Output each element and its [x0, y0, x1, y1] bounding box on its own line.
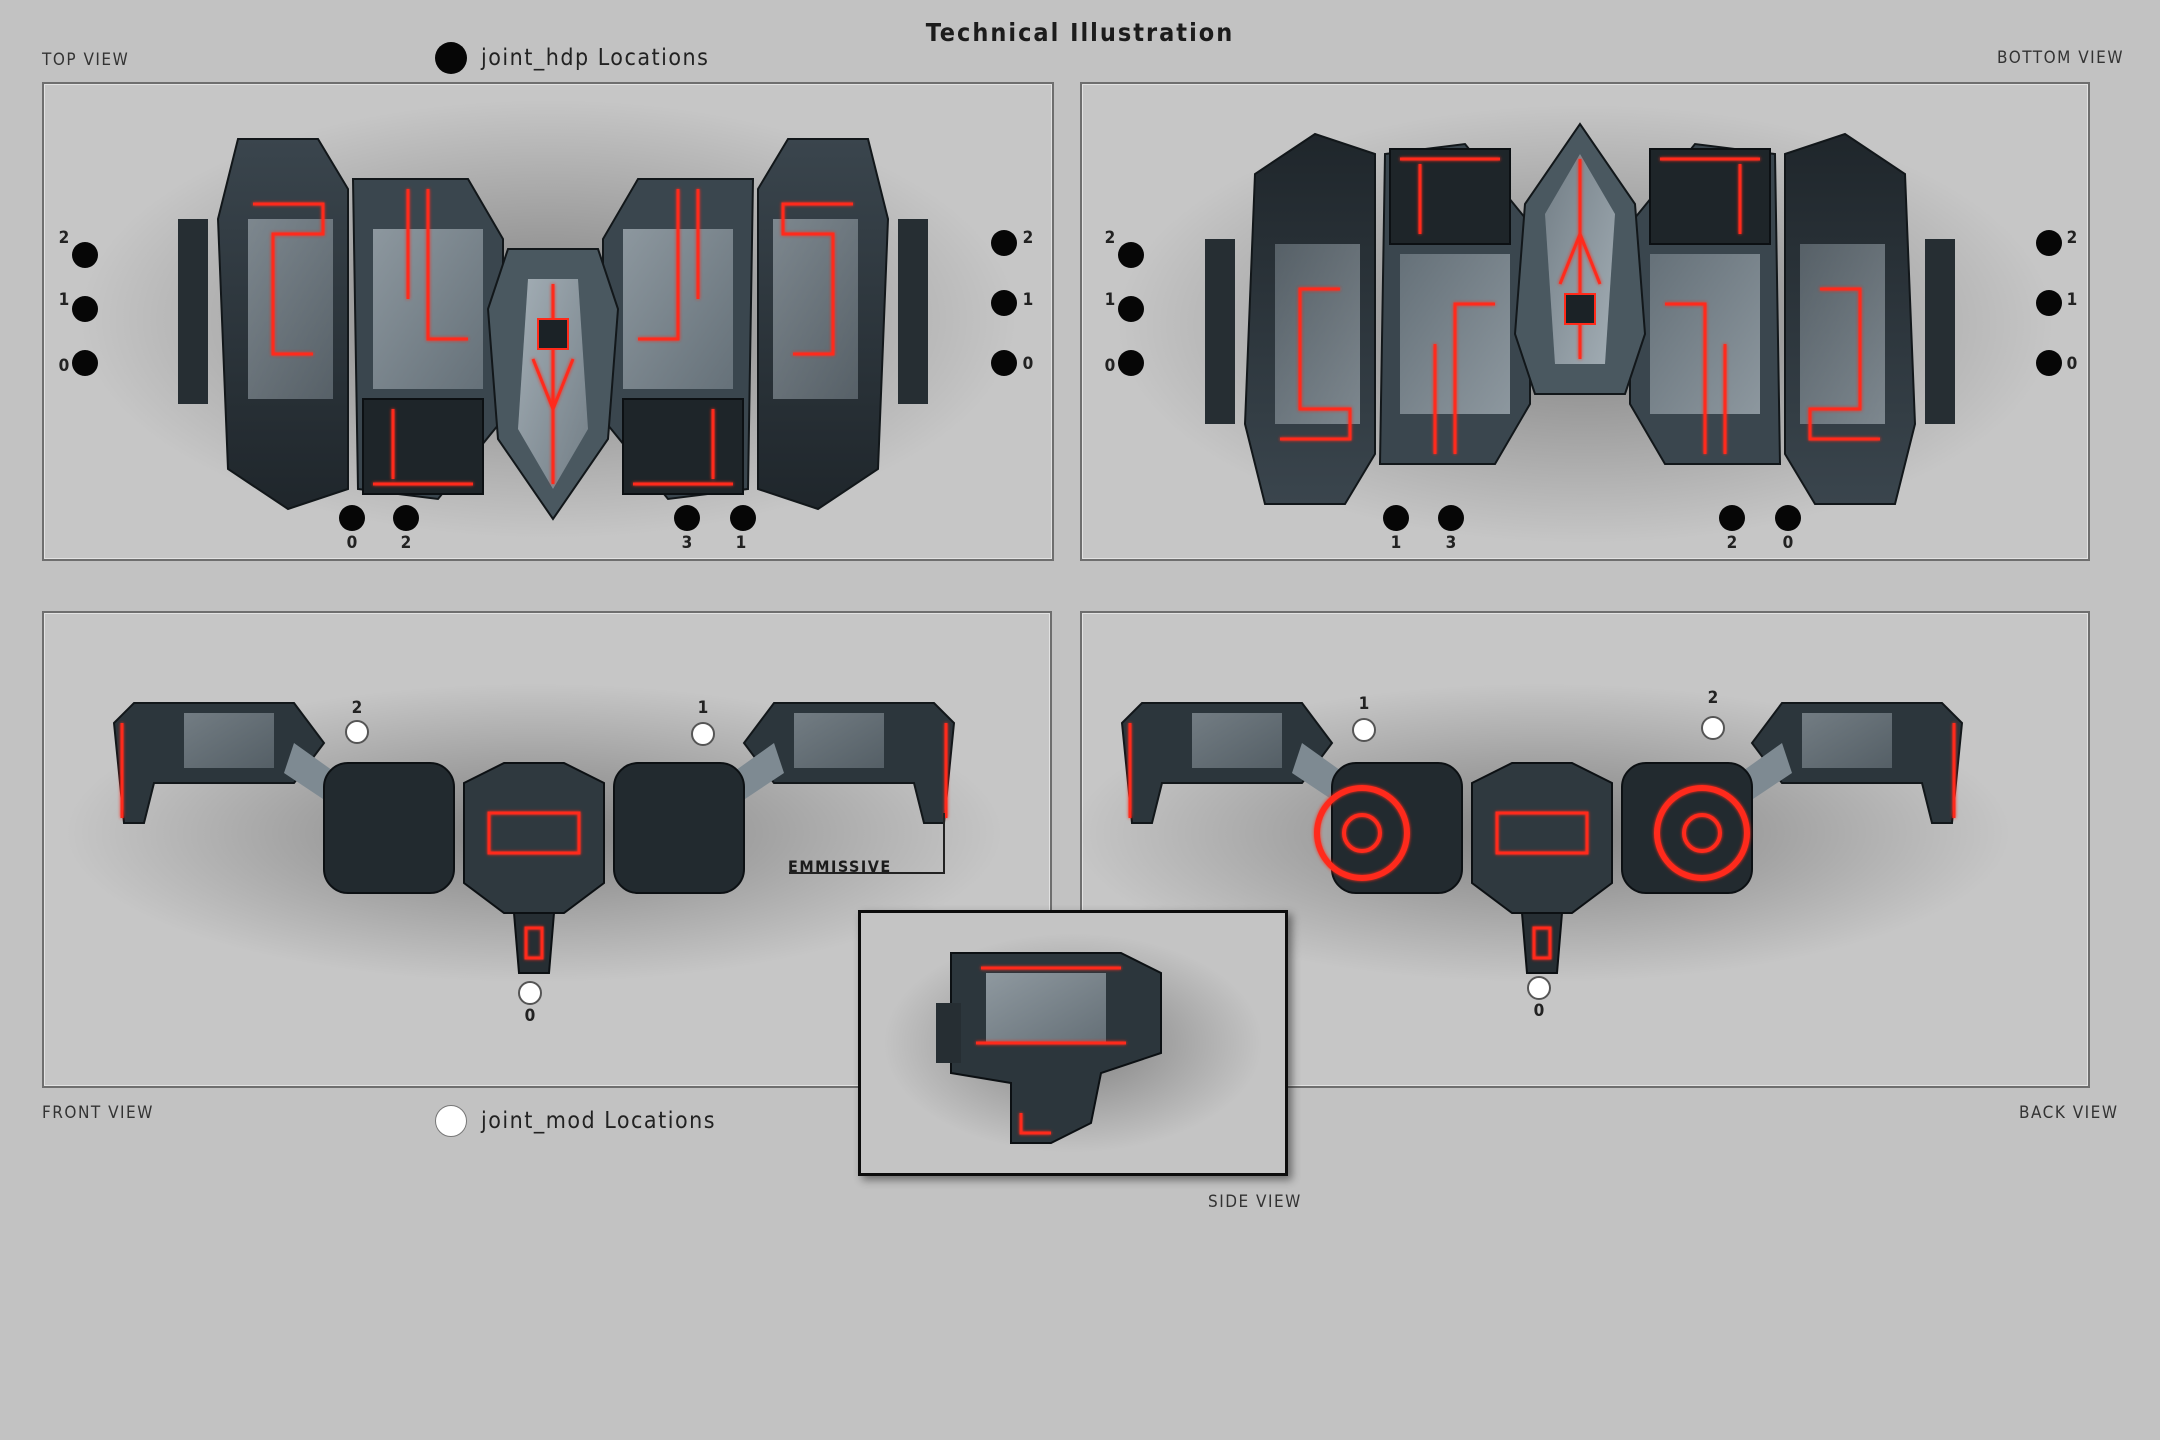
top-view-hdp-marker-bottom-1: [730, 505, 756, 531]
side-view-ship-drawing: [883, 933, 1263, 1153]
top-view-hdp-number: 2: [58, 228, 70, 248]
legend-mod: joint_mod Locations: [435, 1105, 716, 1137]
top-view-hdp-number: 0: [346, 533, 358, 553]
top-view-hdp-number: 1: [58, 290, 70, 310]
bottom-view-label: BOTTOM VIEW: [1997, 48, 2124, 68]
bottom-view-ship-drawing: [1082, 84, 2088, 559]
front-view-mod-number: 1: [697, 698, 709, 718]
front-view-mod-marker-2: [345, 720, 369, 744]
bottom-view-panel: [1080, 82, 2090, 561]
top-view-hdp-marker-left-1: [72, 296, 98, 322]
top-view-hdp-number: 1: [1022, 290, 1034, 310]
bottom-view-hdp-marker-bottom-1: [1383, 505, 1409, 531]
top-view-hdp-number: 0: [1022, 354, 1034, 374]
bottom-view-hdp-marker-bottom-0: [1775, 505, 1801, 531]
front-view-mod-number: 2: [351, 698, 363, 718]
bottom-view-hdp-number: 1: [1390, 533, 1402, 553]
bottom-view-hdp-marker-right-1: [2036, 290, 2062, 316]
bottom-view-hdp-marker-right-0: [2036, 350, 2062, 376]
front-view-mod-number: 0: [524, 1006, 536, 1026]
top-view-hdp-number: 2: [400, 533, 412, 553]
bottom-view-hdp-number: 0: [1104, 356, 1116, 376]
bottom-view-hdp-number: 1: [2066, 290, 2078, 310]
top-view-hdp-marker-right-1: [991, 290, 1017, 316]
bottom-view-hdp-number: 0: [2066, 354, 2078, 374]
side-view-panel: [858, 910, 1288, 1176]
side-view-label: SIDE VIEW: [1208, 1192, 1302, 1212]
back-view-ship-drawing: [1082, 613, 2088, 1086]
back-view-label: BACK VIEW: [2019, 1103, 2119, 1123]
front-view-ship-drawing: [44, 613, 1050, 1086]
bottom-view-hdp-marker-left-1: [1118, 296, 1144, 322]
bottom-view-hdp-number: 2: [1726, 533, 1738, 553]
hdp-legend-label: joint_hdp Locations: [481, 45, 710, 71]
front-view-mod-marker-1: [691, 722, 715, 746]
top-view-hdp-marker-bottom-0: [339, 505, 365, 531]
top-view-panel: [42, 82, 1054, 561]
back-view-mod-marker-2: [1701, 716, 1725, 740]
back-view-mod-number: 0: [1533, 1001, 1545, 1021]
emissive-callout-label: EMMISSIVE: [788, 857, 892, 876]
bottom-view-hdp-marker-bottom-3: [1438, 505, 1464, 531]
bottom-view-hdp-number: 0: [1782, 533, 1794, 553]
bottom-view-hdp-number: 2: [1104, 228, 1116, 248]
bottom-view-hdp-marker-right-2: [2036, 230, 2062, 256]
legend-hdp: joint_hdp Locations: [435, 42, 709, 74]
top-view-hdp-marker-left-0: [72, 350, 98, 376]
top-view-hdp-number: 0: [58, 356, 70, 376]
top-view-ship-drawing: [44, 84, 1052, 559]
top-view-hdp-number: 2: [1022, 228, 1034, 248]
back-view-mod-number: 1: [1358, 694, 1370, 714]
bottom-view-hdp-marker-left-0: [1118, 350, 1144, 376]
page-title: Technical Illustration: [925, 18, 1235, 47]
front-view-label: FRONT VIEW: [42, 1103, 154, 1123]
back-view-mod-number: 2: [1707, 688, 1719, 708]
back-view-mod-marker-0: [1527, 976, 1551, 1000]
top-view-hdp-number: 1: [735, 533, 747, 553]
top-view-hdp-marker-right-2: [991, 230, 1017, 256]
back-view-mod-marker-1: [1352, 718, 1376, 742]
front-view-mod-marker-0: [518, 981, 542, 1005]
mod-legend-icon: [435, 1105, 467, 1137]
bottom-view-hdp-marker-bottom-2: [1719, 505, 1745, 531]
top-view-hdp-marker-left-2: [72, 242, 98, 268]
bottom-view-hdp-number: 1: [1104, 290, 1116, 310]
mod-legend-label: joint_mod Locations: [481, 1108, 716, 1134]
hdp-legend-icon: [435, 42, 467, 74]
top-view-hdp-marker-right-0: [991, 350, 1017, 376]
top-view-hdp-marker-bottom-3: [674, 505, 700, 531]
bottom-view-hdp-number: 2: [2066, 228, 2078, 248]
top-view-hdp-number: 3: [681, 533, 693, 553]
top-view-hdp-marker-bottom-2: [393, 505, 419, 531]
top-view-label: TOP VIEW: [42, 50, 130, 70]
bottom-view-hdp-number: 3: [1445, 533, 1457, 553]
bottom-view-hdp-marker-left-2: [1118, 242, 1144, 268]
